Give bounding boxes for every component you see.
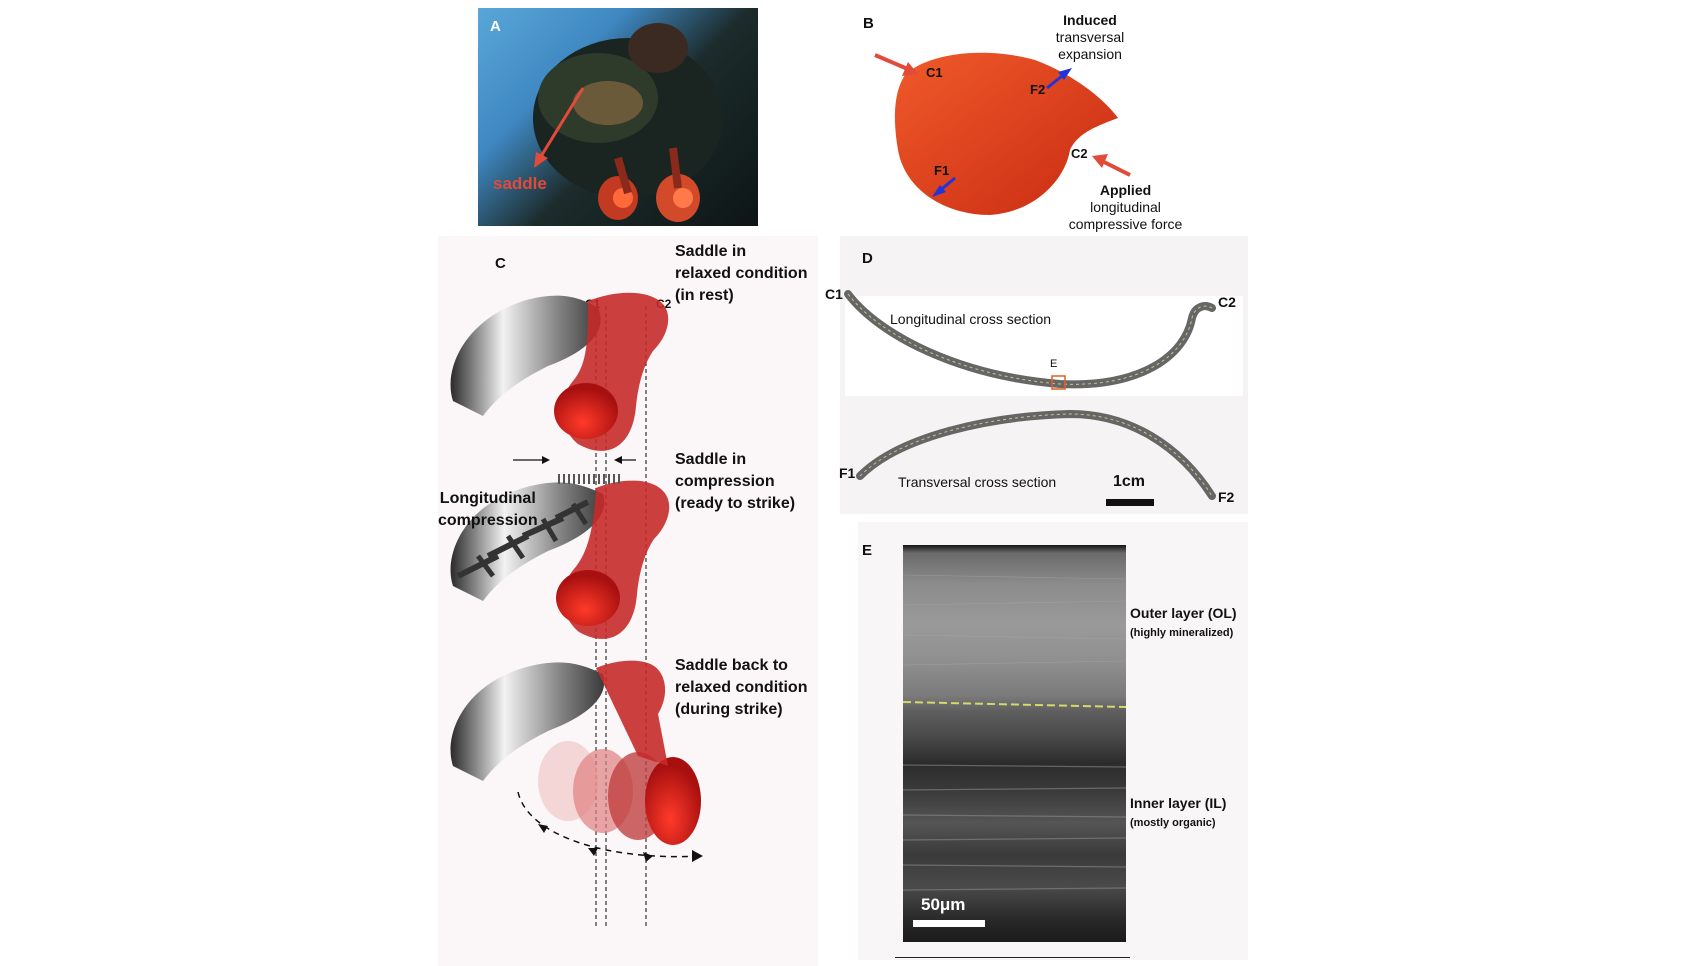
longitudinal-section-label: Longitudinal cross section	[890, 311, 1052, 327]
induced-expansion-label: Induced transversal expansion	[1035, 12, 1145, 63]
saddle-arrow	[538, 87, 585, 159]
panel-b-letter: B	[863, 15, 874, 32]
state1-line1: Saddle in	[675, 243, 747, 260]
d-end-f2: F2	[1218, 489, 1235, 505]
state3-line1: Saddle back to	[675, 657, 788, 674]
sem-image: 50μm	[903, 545, 1126, 942]
applied-line2: longitudinal	[1090, 199, 1161, 215]
induced-title: Induced	[1063, 12, 1117, 28]
b-point-f1: F1	[934, 163, 950, 178]
panel-e-letter: E	[862, 542, 873, 559]
inner-layer-sub: (mostly organic)	[1130, 817, 1216, 829]
e-location-marker	[1051, 375, 1066, 390]
longitudinal-compression-label: Longitudinal compression	[438, 488, 538, 532]
applied-force-arrow-c2	[1099, 158, 1131, 177]
saddle-shape	[894, 52, 1118, 216]
d-end-f1: F1	[839, 465, 856, 481]
transversal-section-label: Transversal cross section	[898, 474, 1057, 490]
appendage-relaxed	[450, 292, 669, 451]
outer-layer-sub: (highly mineralized)	[1130, 627, 1234, 639]
state3-line3: (during strike)	[675, 701, 783, 718]
state-compression-label: Saddle in compression (ready to strike)	[675, 449, 795, 515]
applied-title: Applied	[1099, 182, 1152, 198]
state2-line1: Saddle in	[675, 451, 747, 468]
longitudinal-section-curve	[844, 290, 1216, 389]
appendage-compressed	[450, 474, 670, 639]
panel-c-letter: C	[495, 255, 506, 272]
state2-line3: (ready to strike)	[675, 495, 796, 512]
outer-layer-title: Outer layer (OL)	[1130, 605, 1237, 621]
state-strike-label: Saddle back to relaxed condition (during…	[675, 655, 807, 721]
applied-force-label: Applied longitudinal compressive force	[1048, 182, 1203, 233]
state-relaxed-label: Saddle in relaxed condition (in rest)	[675, 241, 807, 307]
saddle-label: saddle	[493, 174, 547, 193]
state1-line2: relaxed condition	[675, 265, 808, 282]
d-end-c1: C1	[825, 286, 843, 302]
compression-line2: compression	[438, 512, 538, 529]
b-point-f2: F2	[1030, 82, 1046, 97]
inner-layer-title: Inner layer (IL)	[1130, 795, 1227, 811]
d-scale-bar-label: 1cm	[1113, 473, 1146, 490]
induced-line3: expansion	[1058, 46, 1122, 62]
panel-d-letter: D	[862, 250, 873, 267]
panel-a-photo: A saddle	[478, 8, 758, 226]
e-marker-label: E	[1050, 358, 1058, 370]
inner-layer-label: Inner layer (IL) (mostly organic)	[1130, 793, 1226, 833]
layer-boundary-line	[903, 701, 1126, 708]
sem-texture	[903, 574, 1126, 927]
panel-c-strike-diagram	[450, 292, 703, 926]
state3-line2: relaxed condition	[675, 679, 808, 696]
compression-line1: Longitudinal	[439, 490, 536, 507]
d-scale-bar	[1106, 499, 1154, 506]
panel-b-saddle-diagram	[874, 52, 1131, 216]
bottom-rule	[895, 957, 1130, 958]
induced-line2: transversal	[1055, 29, 1125, 45]
e-scale-bar-label: 50μm	[921, 895, 966, 914]
e-scale-bar	[913, 920, 985, 927]
b-point-c1: C1	[926, 65, 943, 80]
mantis-shrimp-photo	[533, 23, 723, 222]
outer-layer-label: Outer layer (OL) (highly mineralized)	[1130, 603, 1237, 643]
state1-line3: (in rest)	[675, 287, 734, 304]
strike-arc	[517, 791, 701, 858]
panel-d-cross-sections	[844, 290, 1216, 506]
d-end-c2: C2	[1218, 294, 1236, 310]
appendage-striking	[450, 660, 701, 845]
state2-line2: compression	[675, 473, 775, 490]
panel-a-letter: A	[490, 18, 501, 35]
applied-force-arrow-c1	[874, 53, 911, 72]
applied-line3: compressive force	[1068, 216, 1183, 232]
b-point-c2: C2	[1071, 146, 1088, 161]
